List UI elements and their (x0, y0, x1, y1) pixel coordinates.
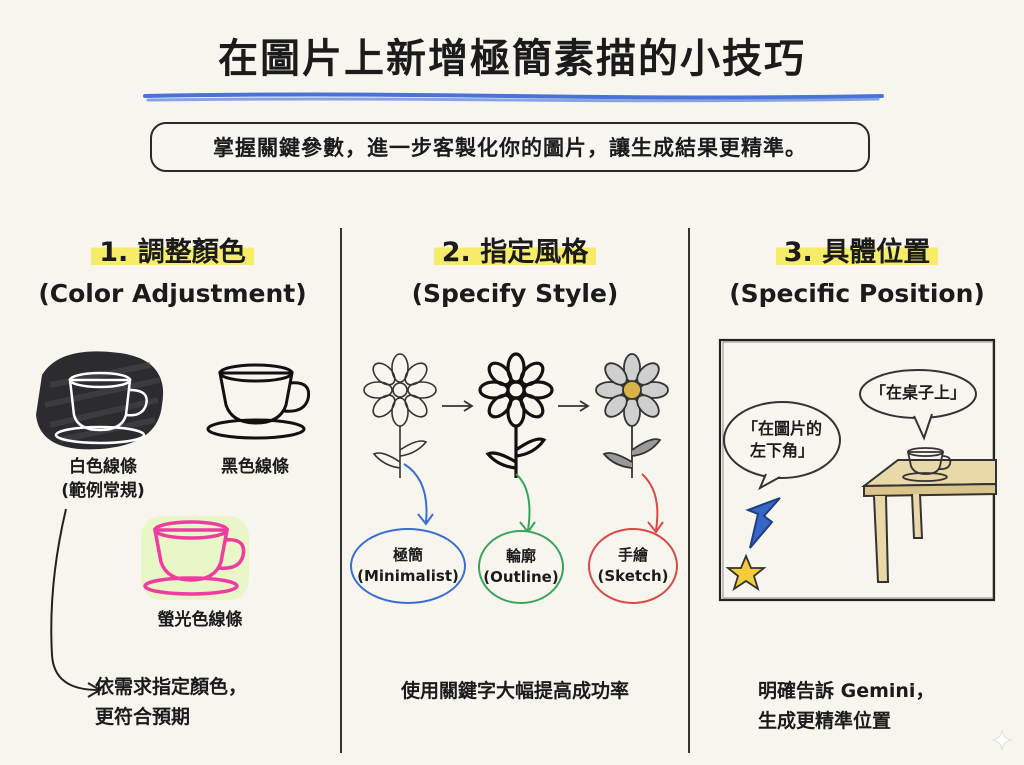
arrow-right-icon (558, 400, 590, 412)
curve-arrow-icon (50, 508, 102, 698)
star-icon (725, 553, 767, 592)
column-heading: 3. 具體位置 (775, 230, 939, 269)
column-heading: 1. 調整顏色 (91, 230, 254, 269)
neon-line-label: 螢光色線條 (157, 610, 243, 630)
column-style: 2. 指定風格 (Specify Style) (345, 230, 685, 308)
position-footer: 明確告訴 Gemini， 生成更精準位置 (758, 680, 935, 732)
cup-on-table-icon (902, 447, 952, 482)
bubble-corner-shape (723, 401, 841, 491)
style-oval-sketch: 手繪 (Sketch) (588, 528, 678, 604)
arrow-right-icon (442, 400, 474, 412)
position-frame (718, 338, 997, 602)
subtitle-text: 掌握關鍵參數，進一步客製化你的圖片，讓生成結果更精準。 (213, 136, 807, 160)
subtitle-box: 掌握關鍵參數，進一步客製化你的圖片，讓生成結果更精準。 (150, 122, 870, 172)
column-heading-en: (Specify Style) (411, 279, 619, 308)
column-heading-en: (Color Adjustment) (38, 279, 307, 308)
column-divider-1 (340, 228, 342, 753)
column-color: 1. 調整顏色 (Color Adjustment) (10, 230, 335, 308)
flower-minimal-icon (363, 353, 437, 478)
black-cup-icon (206, 363, 311, 440)
column-heading-en: (Specific Position) (729, 279, 985, 308)
black-line-label: 黑色線條 (221, 457, 289, 477)
column-divider-2 (688, 228, 690, 753)
table-icon (860, 459, 997, 583)
white-cup-icon (36, 351, 164, 450)
column-position: 3. 具體位置 (Specific Position) (692, 230, 1022, 308)
arrow-down-blue-icon (403, 463, 434, 526)
style-footer: 使用關鍵字大幅提高成功率 (400, 680, 629, 702)
color-footer: 依需求指定顏色， 更符合預期 (95, 676, 248, 728)
sparkle-icon (991, 729, 1013, 751)
bubble-corner-text: 「在圖片的 左下角」 (741, 419, 822, 460)
arrow-down-red-icon (641, 473, 664, 534)
bubble-table-shape (859, 369, 977, 441)
style-oval-outline: 輪廓 (Outline) (478, 530, 564, 604)
flower-sketch-icon (595, 353, 669, 478)
column-heading: 2. 指定風格 (433, 230, 597, 269)
flower-outline-icon (478, 352, 554, 478)
white-line-label: 白色線條 (範例常規) (61, 457, 145, 501)
bubble-table-text: 「在桌子上」 (869, 383, 966, 402)
style-oval-minimalist: 極簡 (Minimalist) (350, 528, 466, 604)
title-underline (143, 92, 884, 103)
neon-cup-icon (141, 516, 249, 600)
pointer-arrow-icon (745, 497, 781, 549)
page-title: 在圖片上新增極簡素描的小技巧 (218, 36, 806, 82)
